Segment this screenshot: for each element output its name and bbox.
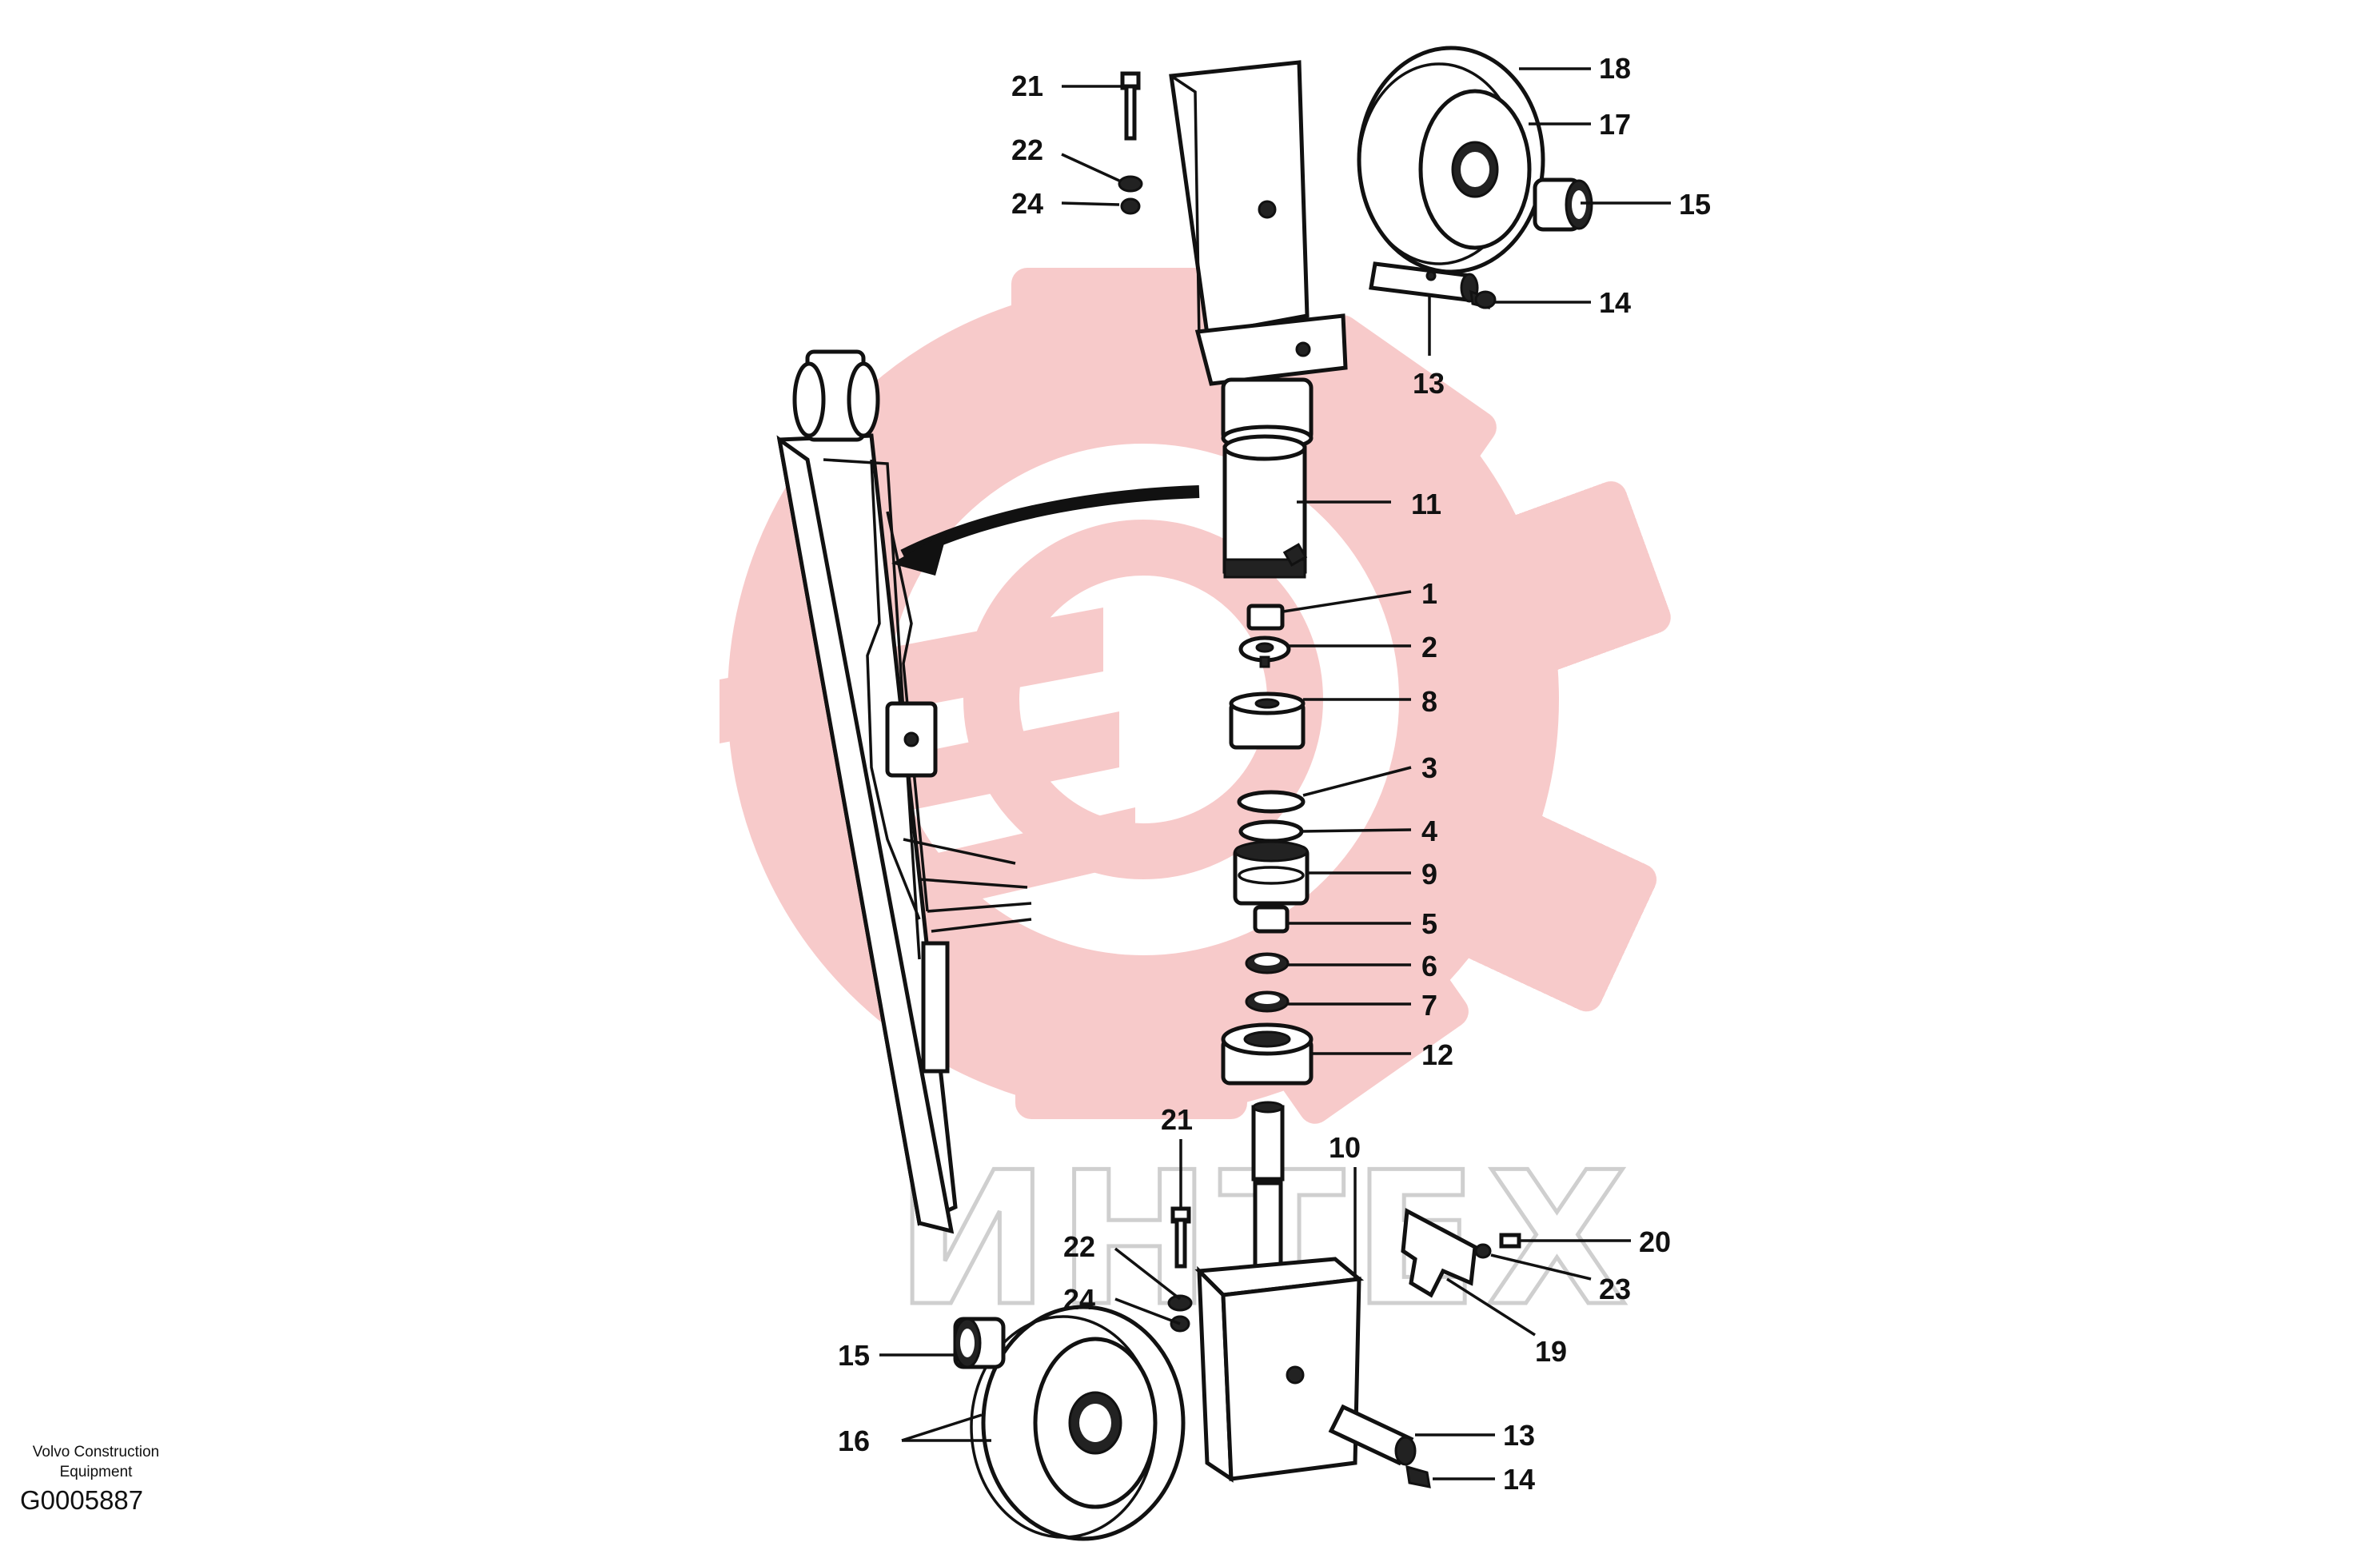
figure-caption: Volvo Construction Equipment G0005887: [20, 1444, 159, 1515]
bolt-1-part: [1246, 604, 1285, 631]
label-21-lower: 21: [1161, 1103, 1193, 1136]
piston-9-part: [1233, 840, 1310, 906]
upper-bolt-part: [1120, 71, 1141, 141]
label-22-lower: 22: [1063, 1230, 1095, 1263]
label-22: 22: [1011, 133, 1043, 166]
upper-grease-nipple-part: [1474, 290, 1497, 309]
lower-bracket-part: [1194, 1257, 1365, 1483]
label-1: 1: [1421, 577, 1437, 610]
label-6: 6: [1421, 950, 1437, 982]
label-2: 2: [1421, 631, 1437, 663]
figure-code: G0005887: [20, 1485, 143, 1515]
cylinder-part: [1222, 434, 1308, 579]
label-18: 18: [1599, 52, 1631, 85]
label-4: 4: [1421, 815, 1437, 847]
seal-6-part: [1245, 952, 1290, 974]
seal-5-part: [1253, 905, 1290, 934]
upper-washer-part: [1118, 175, 1143, 215]
ring-3-part: [1237, 790, 1306, 814]
leader-lines: [879, 67, 1671, 1480]
upper-pulley-part: [1357, 46, 1545, 274]
rod-part: [1251, 1101, 1285, 1273]
boom-assembly: [776, 349, 1032, 1234]
label-11: 11: [1411, 488, 1441, 520]
upper-bushing-part: [1533, 177, 1593, 232]
lower-bushing-part: [953, 1317, 1006, 1369]
label-21: 21: [1011, 70, 1043, 102]
label-24-lower: 24: [1063, 1283, 1095, 1316]
label-7: 7: [1421, 989, 1437, 1022]
gland-12-part: [1221, 1022, 1314, 1086]
plate-19-part: [1401, 1208, 1521, 1298]
label-15-lower: 15: [838, 1339, 870, 1372]
label-10: 10: [1329, 1131, 1361, 1164]
boom-location-arrow: [891, 485, 1200, 576]
ring-4-part: [1238, 819, 1304, 843]
label-13: 13: [1413, 367, 1445, 400]
label-9: 9: [1421, 858, 1437, 891]
label-13-lower: 13: [1503, 1419, 1535, 1452]
seal-7-part: [1245, 990, 1290, 1013]
label-19: 19: [1535, 1335, 1567, 1368]
label-17: 17: [1599, 108, 1631, 141]
label-14-lower: 14: [1503, 1463, 1535, 1496]
lower-grease-nipple-part: [1405, 1464, 1431, 1488]
part-number-labels: 21 22 24 18 17 15 14 13 11 1 2 8 3 4 9 5…: [838, 52, 1711, 1496]
label-16: 16: [838, 1425, 870, 1457]
lower-bolt-part: [1170, 1206, 1191, 1269]
label-3: 3: [1421, 751, 1437, 784]
label-14: 14: [1599, 286, 1631, 319]
upper-bracket-part: [1169, 60, 1348, 452]
label-24: 24: [1011, 187, 1043, 220]
lower-pin-part: [1328, 1404, 1417, 1466]
lower-washer-part: [1167, 1294, 1193, 1333]
label-12: 12: [1421, 1038, 1453, 1071]
lower-pulley-part: [970, 1305, 1186, 1541]
caption-company-line1: Volvo Construction: [33, 1444, 159, 1460]
label-8: 8: [1421, 685, 1437, 718]
label-20: 20: [1639, 1225, 1671, 1258]
label-15: 15: [1679, 188, 1711, 221]
caption-company-line2: Equipment: [60, 1464, 134, 1480]
label-5: 5: [1421, 907, 1437, 940]
piston-8-part: [1229, 691, 1306, 750]
label-23: 23: [1599, 1273, 1631, 1305]
washer-2-part: [1238, 636, 1291, 668]
